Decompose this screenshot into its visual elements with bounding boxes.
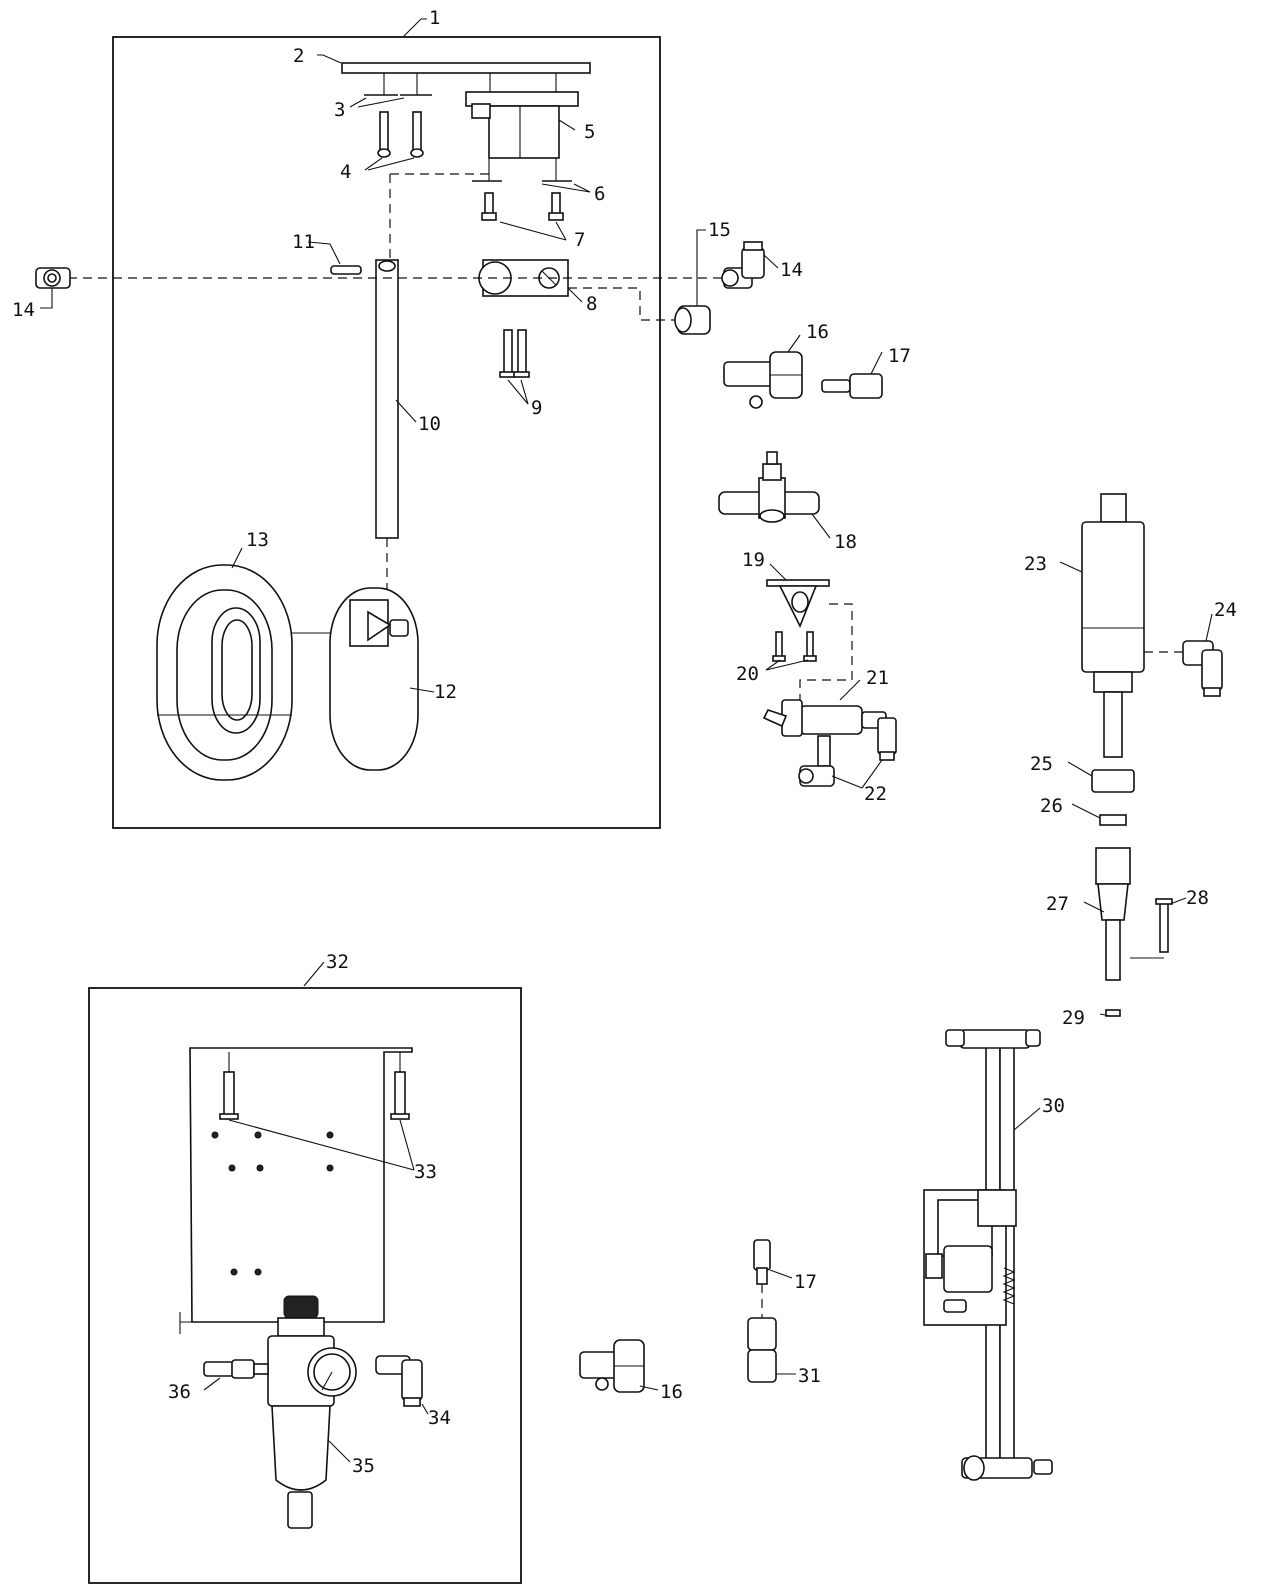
callout-25: 25 [1030, 753, 1053, 775]
callout-24: 24 [1214, 599, 1237, 621]
callout-26: 26 [1040, 795, 1063, 817]
callout-31: 31 [798, 1365, 821, 1387]
part-6-washers [472, 158, 572, 182]
callout-13: 13 [246, 529, 269, 551]
callout-2: 2 [293, 45, 304, 67]
callout-20: 20 [736, 663, 759, 685]
part-24-elbow [1182, 640, 1223, 697]
part-33-screws [219, 1052, 410, 1120]
part-10-tube [375, 259, 399, 539]
part-31-coupling [747, 1317, 777, 1383]
callout-14-left: 14 [12, 299, 35, 321]
leader-lines [40, 18, 1213, 1463]
part-21-valve [762, 699, 863, 737]
part-35-filter-regulator [267, 1295, 357, 1529]
callout-15: 15 [708, 219, 731, 241]
part-15-coupling [674, 305, 711, 335]
callout-9: 9 [531, 397, 542, 419]
part-11-pin [330, 265, 362, 275]
callout-28: 28 [1186, 887, 1209, 909]
callout-27: 27 [1046, 893, 1069, 915]
part-28-pin [1155, 898, 1173, 953]
part-13-coiled-hose [156, 564, 293, 781]
callout-32: 32 [326, 951, 349, 973]
callout-29: 29 [1062, 1007, 1085, 1029]
assembly-1-frame [112, 36, 661, 829]
callout-3: 3 [334, 99, 345, 121]
part-19-triangle-bracket [766, 579, 830, 628]
callout-8: 8 [586, 293, 597, 315]
part-12-oval-bracket [329, 587, 419, 771]
callout-22: 22 [864, 783, 887, 805]
part-23-cylinder [1081, 493, 1145, 693]
callout-21: 21 [866, 667, 889, 689]
part-18-tee-valve [718, 451, 820, 523]
part-34-elbow [375, 1355, 423, 1407]
callout-1: 1 [429, 7, 440, 29]
callout-16-lower: 16 [660, 1381, 683, 1403]
part-14-right-elbow [721, 241, 765, 289]
part-16-union-lower [579, 1339, 645, 1393]
callout-12: 12 [434, 681, 457, 703]
part-16-union-upper [723, 351, 803, 409]
callout-19: 19 [742, 549, 765, 571]
callout-30: 30 [1042, 1095, 1065, 1117]
part-9-screws [499, 329, 530, 378]
callout-34: 34 [428, 1407, 451, 1429]
assembly-32-frame [88, 987, 522, 1584]
callout-4: 4 [340, 161, 351, 183]
cylinder-rod [1103, 691, 1123, 758]
callout-18: 18 [834, 531, 857, 553]
assembly-line-4-10 [389, 173, 489, 268]
part-17-connector-upper [821, 373, 883, 399]
part-22-elbows [798, 711, 897, 787]
part-2-top-plate [341, 62, 591, 74]
callout-17-lower: 17 [794, 1271, 817, 1293]
part-27-nozzle [1095, 847, 1131, 981]
part-5-mount-block [465, 73, 579, 159]
part-4-screws [377, 111, 424, 158]
part-29-tip [1105, 1009, 1121, 1017]
assembly-line-8-15 [568, 287, 676, 321]
part-3-washers [364, 73, 432, 96]
callout-23: 23 [1024, 553, 1047, 575]
callout-16-upper: 16 [806, 321, 829, 343]
callout-6: 6 [594, 183, 605, 205]
part-30-slide-rail [923, 1029, 1053, 1481]
callout-35: 35 [352, 1455, 375, 1477]
part-25-nut [1091, 769, 1135, 793]
part-14-left-fitting [35, 267, 71, 289]
callout-36: 36 [168, 1381, 191, 1403]
callout-11: 11 [292, 231, 315, 253]
part-17-connector-lower [753, 1239, 771, 1285]
callout-17-upper: 17 [888, 345, 911, 367]
callout-33: 33 [414, 1161, 437, 1183]
callout-10: 10 [418, 413, 441, 435]
callout-7: 7 [574, 229, 585, 251]
part-36-hose-barb [203, 1359, 269, 1379]
part-7-screws [481, 192, 564, 221]
part-20-screws [772, 631, 817, 662]
assembly-line-19-21 [799, 603, 853, 700]
callout-5: 5 [584, 121, 595, 143]
part-26-washer [1099, 814, 1127, 826]
callout-14-right: 14 [780, 259, 803, 281]
part-32-panel-bracket [179, 1047, 413, 1334]
